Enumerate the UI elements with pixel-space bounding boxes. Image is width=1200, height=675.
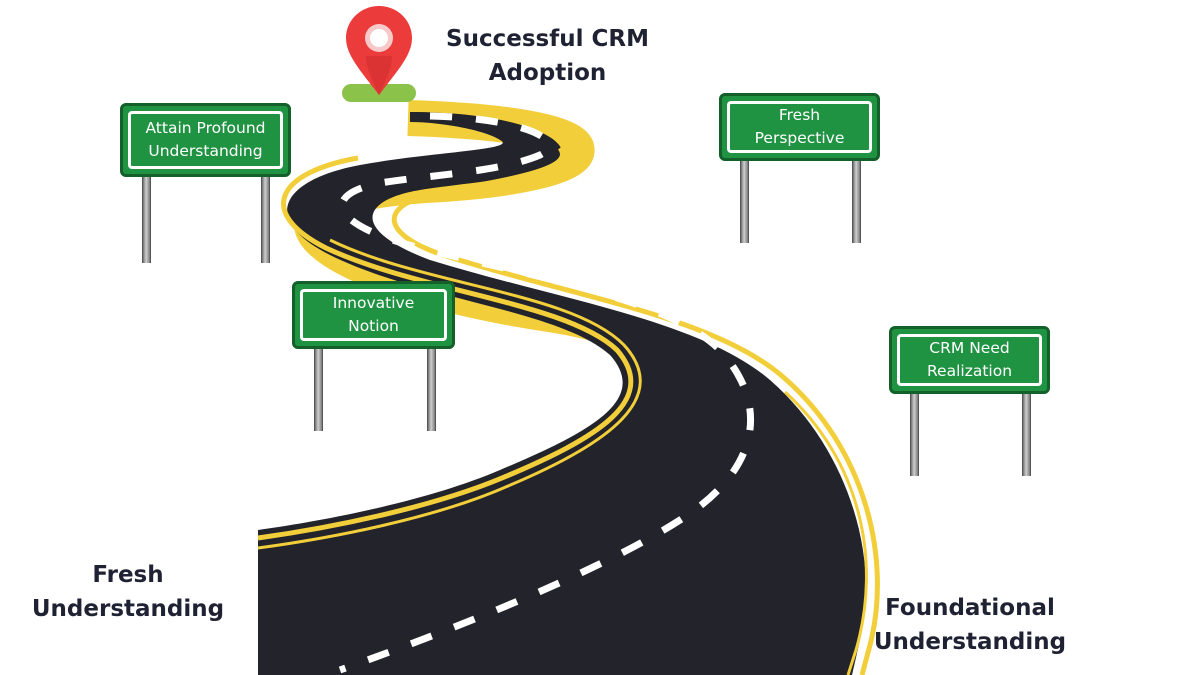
location-pin-icon: [342, 6, 416, 102]
road-sign-attain-profound-understanding: Attain Profound Understanding: [120, 103, 291, 177]
road-sign-crm-need-realization: CRM Need Realization: [889, 326, 1050, 394]
sign-post: [910, 390, 919, 476]
sign-text-line-1: CRM Need: [929, 339, 1010, 357]
sign-text-line-1: Attain Profound: [145, 119, 266, 137]
sign-post: [427, 345, 436, 431]
sign-panel: CRM Need Realization: [897, 334, 1042, 386]
sign-panel: Innovative Notion: [300, 289, 447, 341]
start-right-line-2: Understanding: [873, 629, 1067, 655]
start-right-line-1: Foundational: [885, 595, 1055, 621]
start-label-left: Fresh Understanding: [18, 558, 238, 626]
road-sign-fresh-perspective: Fresh Perspective: [719, 93, 880, 161]
destination-line-1: Successful CRM: [446, 26, 649, 52]
sign-panel: Attain Profound Understanding: [128, 111, 283, 169]
road-right-yellow-line: [391, 146, 880, 675]
sign-text-line-2: Realization: [926, 362, 1013, 380]
sign-text-line-2: Perspective: [754, 129, 845, 147]
start-label-right: Foundational Understanding: [860, 591, 1080, 659]
destination-label: Successful CRM Adoption: [440, 22, 655, 90]
sign-text-line-2: Understanding: [148, 142, 263, 160]
sign-text-line-2: Notion: [348, 317, 399, 335]
sign-post: [142, 175, 151, 263]
sign-panel: Fresh Perspective: [727, 101, 872, 153]
sign-post: [261, 175, 270, 263]
road-left-yellow-line: [257, 155, 634, 541]
sign-text-line-1: Innovative: [332, 294, 415, 312]
sign-post: [1022, 390, 1031, 476]
road-right-inner-yellow-line: [783, 390, 868, 675]
road-sign-innovative-notion: Innovative Notion: [292, 281, 455, 349]
sign-post: [314, 345, 323, 431]
road-left-inner-yellow-line: [257, 238, 642, 550]
road-center-dashes: [338, 112, 754, 674]
sign-post: [852, 158, 861, 243]
destination-line-2: Adoption: [488, 60, 607, 86]
sign-text-line-1: Fresh: [778, 106, 821, 124]
sign-post: [740, 158, 749, 243]
road-surface: [258, 112, 866, 675]
start-left-line-1: Fresh: [92, 562, 164, 588]
start-left-line-2: Understanding: [31, 596, 225, 622]
